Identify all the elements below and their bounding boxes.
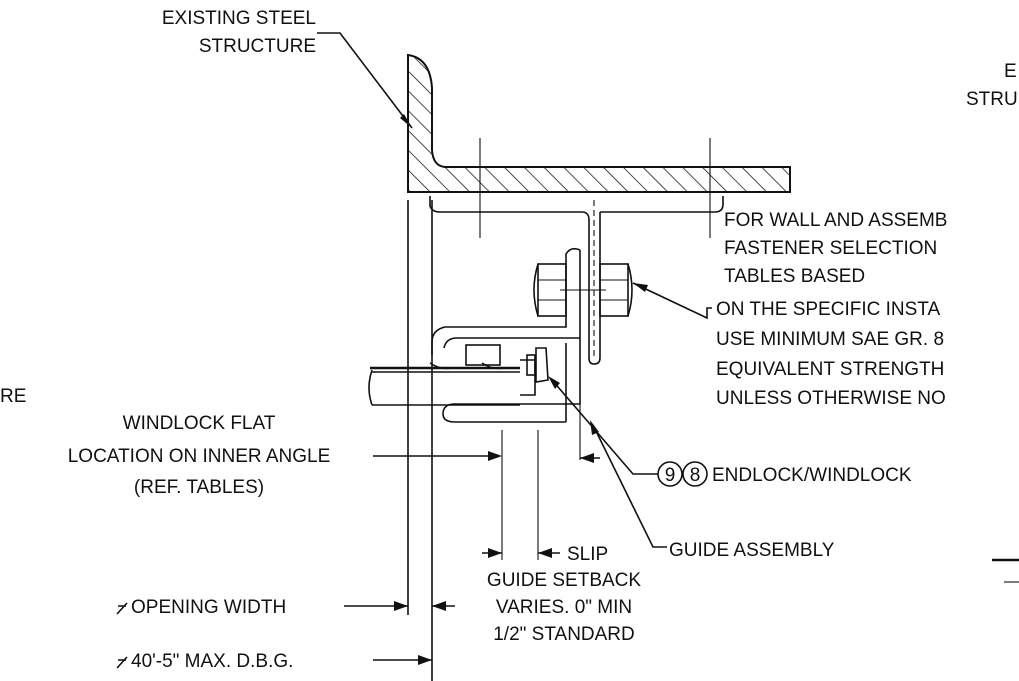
bubble-8-text: 8 (690, 465, 701, 486)
windlock-label-line2: LOCATION ON INNER ANGLE (68, 446, 331, 467)
left-cut-label: RE (0, 386, 26, 407)
guide-setback-line2: VARIES. 0" MIN (496, 597, 632, 618)
wall-note-line3: TABLES BASED (724, 266, 865, 287)
max-dbg-label: 40'-5" MAX. D.B.G. (131, 651, 293, 672)
bolt-assembly (533, 263, 633, 317)
existing-steel-angle (407, 53, 791, 193)
wall-note-line7: UNLESS OTHERWISE NO (716, 388, 946, 409)
right-cut-label-line1: E (1004, 61, 1017, 82)
slip-label: SLIP (567, 544, 608, 565)
guide-setback-line1: GUIDE SETBACK (487, 570, 641, 591)
wall-note-line5: USE MINIMUM SAE GR. 8 (716, 329, 944, 350)
wall-note-line6: EQUIVALENT STRENGTH (716, 359, 944, 380)
existing-steel-label-line1: EXISTING STEEL (162, 8, 316, 29)
wall-note-line4: ON THE SPECIFIC INSTA (716, 299, 940, 320)
windlock-label-line3: (REF. TABLES) (134, 477, 264, 498)
item-bubble-8 (682, 461, 708, 487)
existing-steel-label-line2: STRUCTURE (199, 36, 316, 57)
bubble-9-text: 9 (665, 465, 676, 486)
wall-note-line1: FOR WALL AND ASSEMB (724, 210, 947, 231)
guide-assembly (429, 196, 724, 460)
extension-lines (407, 138, 711, 681)
curtain-windlock (368, 344, 549, 406)
right-cut-label-line2: STRU (966, 89, 1018, 110)
endlock-label: ENDLOCK/WINDLOCK (712, 465, 912, 486)
dimension-ticks (116, 602, 128, 669)
leader-lines (317, 32, 1019, 665)
guide-setback-line3: 1/2" STANDARD (493, 624, 635, 645)
opening-width-label: OPENING WIDTH (131, 597, 286, 618)
wall-note-line2: FASTENER SELECTION (724, 238, 937, 259)
windlock-label-line1: WINDLOCK FLAT (123, 413, 276, 434)
guide-assembly-label: GUIDE ASSEMBLY (669, 540, 835, 561)
item-bubble-9 (657, 461, 683, 487)
